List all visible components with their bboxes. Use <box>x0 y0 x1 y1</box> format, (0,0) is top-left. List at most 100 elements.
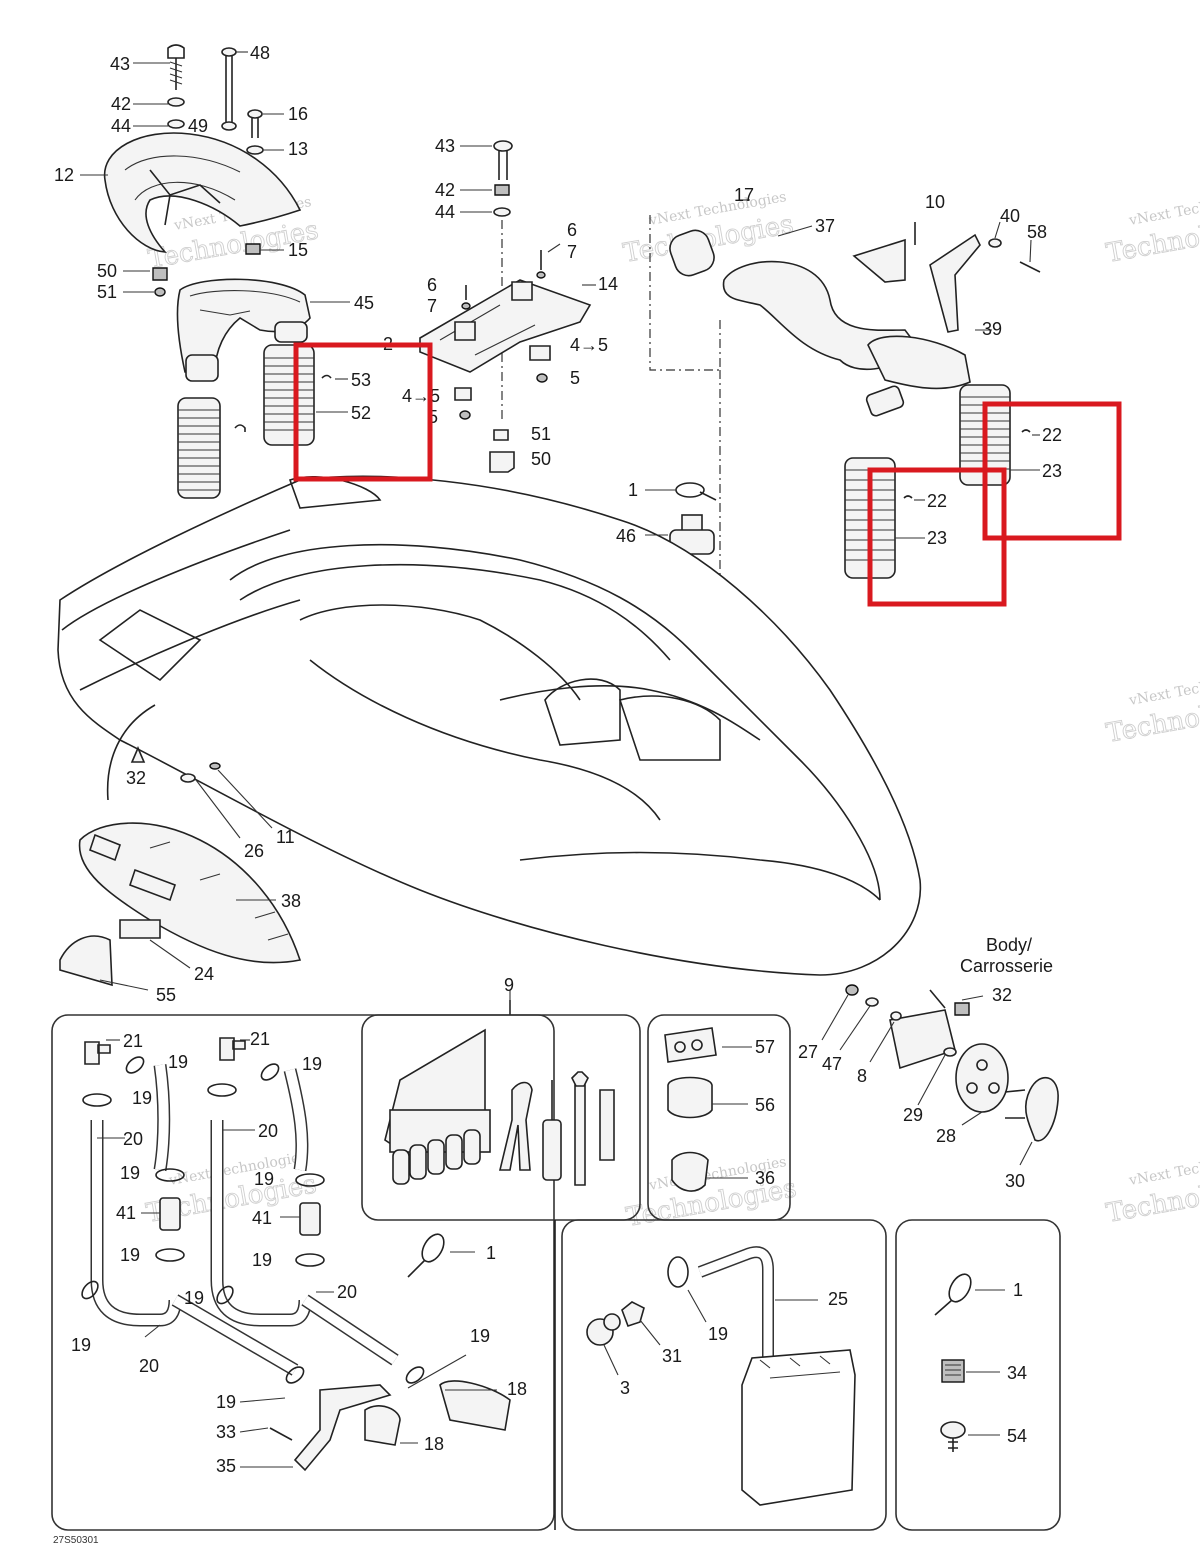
callout-18: 18 <box>507 1379 527 1399</box>
highlight-box-22-23-front <box>867 467 1007 607</box>
callout-21: 21 <box>250 1029 270 1049</box>
callout-16: 16 <box>288 104 308 124</box>
svg-text:vNext Technologies: vNext Technologies <box>1127 1149 1200 1189</box>
panel-fuel-hoses <box>51 1014 555 1531</box>
callout-37: 37 <box>815 216 835 236</box>
vent-cover <box>78 822 302 964</box>
callout-49: 49 <box>188 116 208 136</box>
callout-33: 33 <box>216 1422 236 1442</box>
callout-22: 22 <box>1042 425 1062 445</box>
callout-52: 52 <box>351 403 371 423</box>
callout-9: 9 <box>504 975 514 995</box>
callout-18: 18 <box>424 1434 444 1454</box>
callout-20: 20 <box>258 1121 278 1141</box>
callout-30: 30 <box>1005 1171 1025 1191</box>
callout-7: 7 <box>567 242 577 262</box>
callout-50: 50 <box>97 261 117 281</box>
callout-4-arrow-5: 4→5 <box>570 335 608 355</box>
callout-42: 42 <box>111 94 131 114</box>
body-label: Body/ <box>986 935 1032 955</box>
callout-23: 23 <box>927 528 947 548</box>
handlebar-cover-assembly <box>103 44 332 499</box>
fitting-46 <box>669 482 717 555</box>
callout-31: 31 <box>662 1346 682 1366</box>
label-24 <box>119 919 161 939</box>
wrench <box>574 1084 586 1186</box>
callout-19: 19 <box>470 1326 490 1346</box>
tool-kit <box>384 1028 615 1186</box>
callout-51: 51 <box>97 282 117 302</box>
fuel-filter-18b <box>364 1405 401 1446</box>
callout-41: 41 <box>116 1203 136 1223</box>
callout-1: 1 <box>1013 1280 1023 1300</box>
callout-41: 41 <box>252 1208 272 1228</box>
drawing-code: 27S50301 <box>53 1535 99 1546</box>
callout-1: 1 <box>628 480 638 500</box>
fuel-hoses <box>81 1037 511 1472</box>
callout-46: 46 <box>616 526 636 546</box>
callout-42: 42 <box>435 180 455 200</box>
callout-6: 6 <box>567 220 577 240</box>
screwdriver <box>542 1119 562 1181</box>
callout-39: 39 <box>982 319 1002 339</box>
nut <box>152 267 168 281</box>
callout-29: 29 <box>903 1105 923 1125</box>
callout-11: 11 <box>276 827 295 847</box>
callout-19: 19 <box>132 1088 152 1108</box>
callout-27: 27 <box>798 1042 818 1062</box>
bracket-10 <box>852 238 906 283</box>
callout-38: 38 <box>281 891 301 911</box>
fastener-set <box>934 1273 972 1452</box>
bracket-plate <box>419 279 592 373</box>
clamp <box>234 424 246 432</box>
callout-53: 53 <box>351 370 371 390</box>
callout-19: 19 <box>708 1324 728 1344</box>
watercraft-body <box>57 475 922 976</box>
bolt-head <box>167 44 185 59</box>
callout-23: 23 <box>1042 461 1062 481</box>
grab-handle-assembly <box>845 984 1059 1142</box>
fuel-filter-18 <box>439 1380 511 1431</box>
callout-57: 57 <box>755 1037 775 1057</box>
collar <box>185 354 219 382</box>
callout-35: 35 <box>216 1456 236 1476</box>
panel-tool-kit <box>361 1014 641 1221</box>
panel-fasteners <box>895 1219 1061 1531</box>
callout-20: 20 <box>139 1356 159 1376</box>
collar <box>274 321 308 343</box>
callout-5: 5 <box>570 368 580 388</box>
callout-22: 22 <box>927 491 947 511</box>
callout-28: 28 <box>936 1126 956 1146</box>
washer <box>221 121 237 131</box>
callout-32: 32 <box>992 985 1012 1005</box>
callout-19: 19 <box>216 1392 236 1412</box>
callout-20: 20 <box>337 1282 357 1302</box>
callout-3: 3 <box>620 1378 630 1398</box>
callout-54: 54 <box>1007 1426 1027 1446</box>
callout-51: 51 <box>531 424 551 444</box>
callout-19: 19 <box>302 1054 322 1074</box>
battery-assembly <box>586 1246 856 1506</box>
callout-19: 19 <box>254 1169 274 1189</box>
callout-43: 43 <box>110 54 130 74</box>
callout-19: 19 <box>168 1052 188 1072</box>
callout-26: 26 <box>244 841 264 861</box>
clip <box>154 287 166 297</box>
callout-45: 45 <box>354 293 374 313</box>
callout-44: 44 <box>435 202 455 222</box>
panel-battery <box>561 1219 887 1531</box>
handlebar-cover <box>103 132 302 253</box>
bracket-39 <box>929 233 981 333</box>
bracket-35 <box>293 1384 392 1472</box>
grommet <box>669 229 715 277</box>
leader-lines <box>80 51 1040 1468</box>
highlight-box-52-53 <box>293 342 433 482</box>
cup-28 <box>955 1043 1009 1113</box>
callout-14: 14 <box>598 274 618 294</box>
callout-21: 21 <box>123 1031 143 1051</box>
rubber-mount <box>489 451 515 473</box>
callout-4-arrow-5: 4→5 <box>402 386 440 406</box>
callout-19: 19 <box>252 1250 272 1270</box>
steering-column-cover <box>176 278 311 373</box>
callout-48: 48 <box>250 43 270 63</box>
